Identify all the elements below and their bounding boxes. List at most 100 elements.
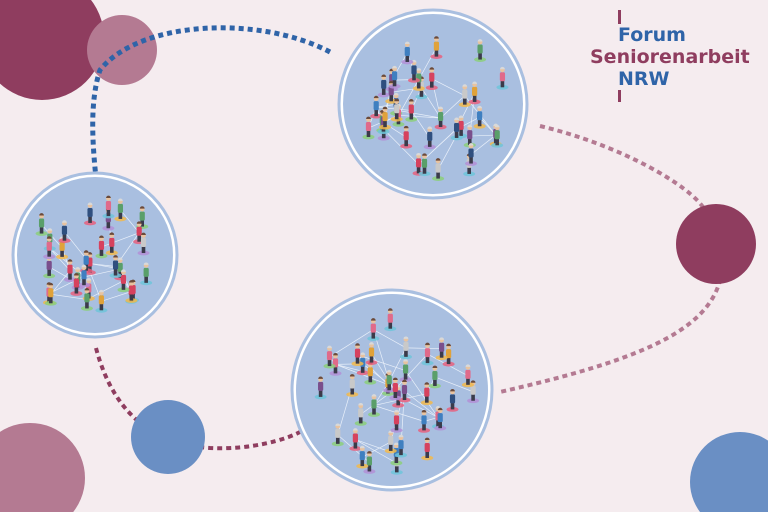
network-link [469, 134, 496, 137]
person-body [139, 211, 145, 221]
person-hair [402, 379, 407, 383]
person-hair [439, 337, 445, 340]
person-body [387, 313, 393, 323]
person-hair [465, 364, 471, 367]
person-hair [477, 39, 483, 42]
person-body [421, 415, 427, 425]
person-hair [39, 213, 44, 216]
person-body [136, 226, 142, 236]
person-hair [136, 221, 142, 224]
person-hair [117, 198, 123, 201]
decor-circle-topleft-dark [0, 0, 104, 100]
person-hair [67, 259, 73, 262]
person-body [354, 348, 361, 358]
person-legs [355, 356, 360, 364]
network-link [470, 134, 496, 155]
person-legs [399, 448, 403, 456]
forum-seniorenarbeit-logo: Forum Seniorenarbeit NRW [588, 8, 768, 104]
network-link [398, 114, 441, 119]
connector-blue-top [90, 25, 332, 179]
person-body [386, 375, 392, 385]
person-legs [381, 87, 386, 95]
person-legs [387, 383, 392, 391]
logo-bar-top [618, 10, 621, 24]
person-legs [409, 112, 414, 120]
network-link [405, 347, 442, 350]
person-legs [109, 245, 114, 253]
person-legs [434, 49, 439, 57]
person-hair [62, 220, 67, 223]
decor-circle-topleft-light [87, 15, 157, 85]
network-link [395, 353, 428, 390]
person-legs [372, 407, 376, 415]
person-body [367, 367, 373, 377]
person-legs [394, 112, 399, 120]
person-legs [438, 119, 443, 127]
network-link [373, 329, 407, 349]
decor-circle-bottomleft [0, 423, 85, 512]
network-link [410, 110, 431, 139]
person-legs [402, 393, 407, 401]
person-body [84, 293, 90, 303]
person-legs [422, 166, 427, 174]
network-link [48, 247, 71, 271]
person-body [494, 130, 500, 140]
network-link [86, 280, 124, 300]
person-hair [472, 81, 478, 84]
person-body [382, 112, 388, 122]
person-body [429, 72, 435, 82]
person-hair [454, 117, 460, 120]
person-hair [424, 437, 430, 440]
person-hair [359, 445, 365, 449]
person-legs [436, 171, 440, 179]
person-pad [137, 250, 150, 256]
person-hair [381, 74, 387, 77]
person-body [467, 130, 473, 140]
person-body [437, 413, 443, 423]
person-legs [144, 275, 148, 283]
person-pad [114, 216, 127, 222]
person-body [392, 382, 398, 392]
person-legs [85, 301, 89, 309]
person-legs [318, 389, 323, 397]
person-body [352, 433, 358, 443]
network-link [120, 209, 140, 233]
person-hair [109, 232, 115, 235]
person-legs [454, 130, 459, 138]
person-hair [141, 232, 146, 236]
person-legs [403, 372, 408, 380]
network-link [388, 347, 407, 382]
network-link [50, 293, 87, 300]
person-body [46, 241, 52, 251]
person-body [435, 163, 441, 173]
person-hair [404, 41, 410, 44]
person-legs [429, 80, 434, 88]
person-legs [388, 443, 393, 451]
person-legs [472, 94, 477, 102]
person-body [427, 131, 433, 141]
person-legs [495, 138, 499, 146]
person-hair [392, 377, 398, 380]
person-hair [416, 152, 421, 156]
person-legs [366, 130, 371, 138]
network-disc [17, 177, 173, 333]
person-hair [500, 66, 505, 70]
person-legs [68, 272, 72, 280]
person-body [140, 238, 147, 248]
person-hair [349, 374, 355, 377]
network-link [376, 103, 397, 108]
person-body [81, 270, 87, 280]
person-body [415, 158, 422, 168]
network-link [479, 117, 497, 136]
person-legs [82, 278, 86, 286]
person-hair [371, 394, 377, 397]
person-legs [141, 246, 146, 254]
person-pad [450, 135, 463, 141]
person-hair [99, 235, 104, 238]
person-legs [74, 286, 79, 294]
person-hair [387, 308, 393, 311]
person-body [326, 351, 333, 361]
person-legs [396, 398, 400, 406]
person-body [446, 349, 452, 359]
